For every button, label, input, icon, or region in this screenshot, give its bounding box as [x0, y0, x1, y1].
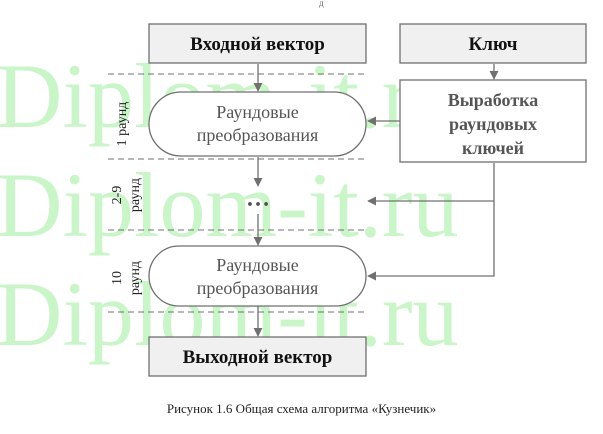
middle-rounds-ellipsis: …	[246, 186, 270, 212]
output-vector-box	[148, 336, 367, 377]
top-mark: д	[319, 0, 324, 8]
round-1-transform-shape	[148, 91, 367, 157]
round-10-transform-shape	[148, 245, 367, 307]
round-label-10-line-1: 10	[110, 271, 125, 285]
input-vector-label: Входной вектор	[190, 34, 325, 55]
key-schedule-line-3: ключей	[462, 138, 524, 158]
key-schedule-line-1: Выработка	[448, 90, 539, 110]
round-1-transform-line-1: Раундовые	[216, 102, 298, 122]
round-label-1-text: 1 раунд	[115, 102, 130, 147]
watermark-line-2: Diplom-it.ru	[0, 154, 459, 256]
round-1-transform-block: Раундовые преобразования	[148, 91, 367, 157]
round-label-1: 1 раунд	[115, 102, 130, 147]
round-label-10: 10 раунд	[110, 261, 143, 295]
input-vector-box	[148, 23, 367, 64]
round-10-transform-line-2: преобразования	[197, 278, 319, 298]
key-schedule-block: Выработка раундовых ключей	[399, 79, 587, 163]
round-label-2-9-line-1: 2-9	[110, 186, 125, 205]
round-10-transform-block: Раундовые преобразования	[148, 245, 367, 307]
round-10-transform-line-1: Раундовые	[216, 255, 298, 275]
output-vector-block: Выходной вектор	[148, 336, 367, 377]
key-label: Ключ	[469, 34, 518, 55]
round-label-2-9: 2-9 раунд	[110, 178, 143, 212]
key-schedule-box	[399, 79, 587, 163]
round-label-2-9-line-2: раунд	[128, 178, 143, 212]
round-1-transform-line-2: преобразования	[197, 125, 319, 145]
connectors	[253, 64, 499, 337]
figure-caption: Рисунок 1.6 Общая схема алгоритма «Кузне…	[166, 401, 437, 416]
key-schedule-line-2: раундовых	[449, 114, 537, 134]
input-vector-block: Входной вектор	[148, 23, 367, 64]
round-label-10-line-2: раунд	[128, 261, 143, 295]
round-separators	[108, 73, 366, 313]
output-vector-label: Выходной вектор	[183, 347, 333, 368]
key-box	[399, 23, 587, 64]
key-block: Ключ	[399, 23, 587, 64]
